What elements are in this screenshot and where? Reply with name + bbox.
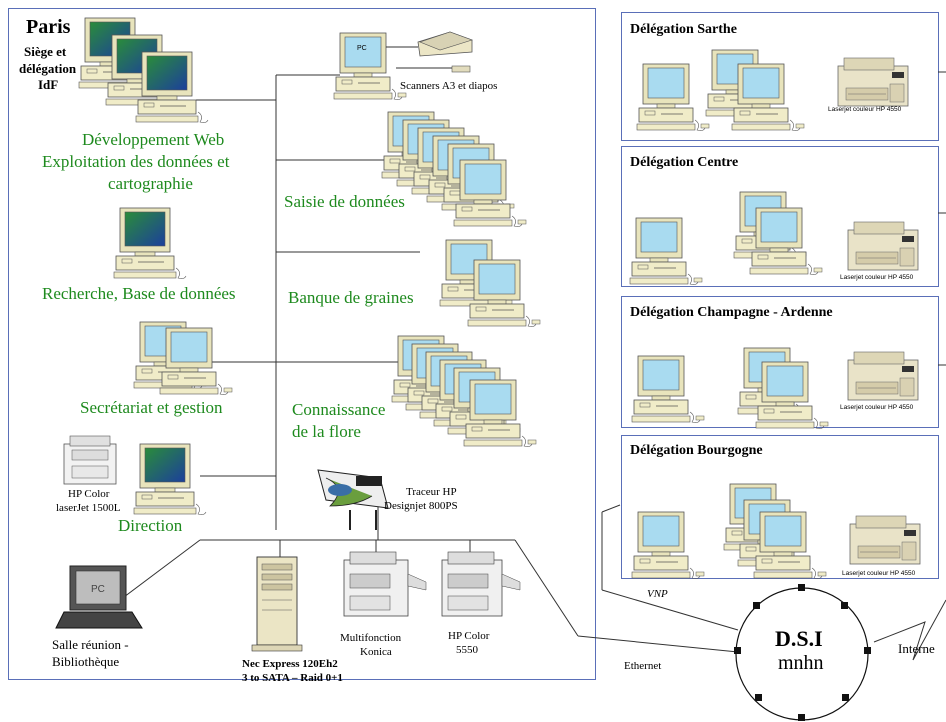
group-label-recherche: Recherche, Base de données: [42, 284, 236, 303]
group-label-secretariat: Secrétariat et gestion: [80, 398, 223, 417]
scanners-label: Scanners A3 et diapos: [400, 80, 498, 92]
hp5550-label-line2: 5550: [456, 644, 478, 656]
hp1500-label-line2: laserJet 1500L: [56, 502, 121, 514]
hp5550-label-line1: HP Color: [448, 630, 490, 642]
vnp-label: VNP: [647, 588, 668, 600]
ethernet-label: Ethernet: [624, 660, 662, 672]
delegation-bourgogne-title: Délégation Bourgogne: [630, 443, 763, 458]
group-label-exploitation: Exploitation des données et: [42, 152, 230, 171]
paris-title: Paris: [26, 16, 71, 38]
plotter-label-line1: Traceur HP: [406, 486, 457, 498]
delegation-champagne-printer: Laserjet couleur HP 4550: [840, 404, 914, 411]
multifonction-label-line1: Multifonction: [340, 632, 402, 644]
salle-label-line2: Bibliothèque: [52, 654, 120, 669]
dsi-title: D.S.I: [775, 626, 823, 651]
group-label-saisie: Saisie de données: [284, 192, 405, 211]
multifonction-label-line2: Konica: [360, 646, 392, 658]
paris-subtitle-line1: Siège et: [24, 44, 67, 59]
server-label-line2: 3 to SATA – Raid 0+1: [242, 672, 343, 684]
pc-screen-label: PC: [357, 45, 367, 52]
group-label-direction: Direction: [118, 516, 183, 535]
group-label-dev-web: Développement Web: [82, 130, 225, 149]
delegation-sarthe-printer: Laserjet couleur HP 4550: [828, 106, 902, 113]
delegation-centre-printer: Laserjet couleur HP 4550: [840, 274, 914, 281]
group-label-graines: Banque de graines: [288, 288, 414, 307]
hp1500-label-line1: HP Color: [68, 488, 110, 500]
server-label-line1: Nec Express 120Eh2: [242, 658, 338, 670]
internet-label: Interne: [898, 641, 935, 656]
delegation-centre-title: Délégation Centre: [630, 155, 739, 170]
delegation-bourgogne-printer: Laserjet couleur HP 4550: [842, 570, 916, 577]
paris-subtitle-line3: IdF: [38, 77, 59, 92]
group-label-flore-line2: de la flore: [292, 422, 361, 441]
group-label-cartographie: cartographie: [108, 174, 193, 193]
delegation-sarthe-title: Délégation Sarthe: [630, 22, 737, 37]
delegation-champagne-title: Délégation Champagne - Ardenne: [630, 305, 833, 320]
dsi-subtitle: mnhn: [778, 652, 824, 674]
plotter-label-line2: Designjet 800PS: [384, 500, 458, 512]
group-label-flore-line1: Connaissance: [292, 400, 386, 419]
paris-site-box: [8, 8, 596, 680]
salle-label-line1: Salle réunion -: [52, 637, 129, 652]
paris-subtitle-line2: délégation: [19, 61, 77, 76]
